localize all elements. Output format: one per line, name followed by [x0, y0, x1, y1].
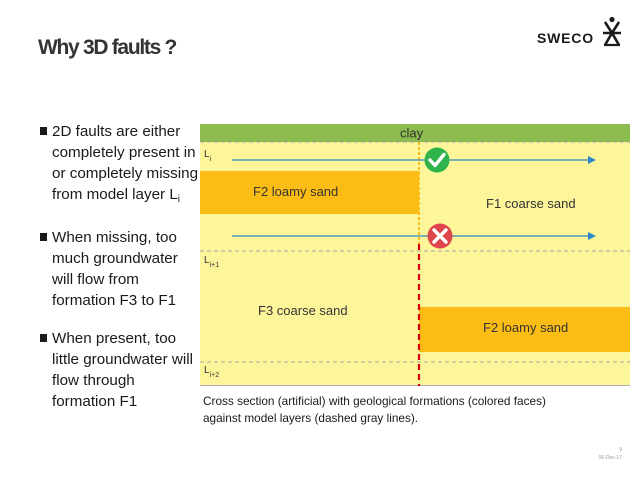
formation-label-f3: F3 coarse sand [258, 303, 348, 318]
layer-label-i: Li [204, 149, 212, 163]
bullet-list: 2D faults are either completely present … [40, 121, 200, 429]
check-icon [424, 147, 450, 173]
layer-label-i2: Li+2 [204, 365, 219, 379]
clay-layer [200, 124, 630, 142]
arrowhead-icon [588, 156, 596, 164]
diagram-caption: Cross section (artificial) with geologic… [203, 394, 546, 425]
layer-label-main: L [204, 149, 210, 160]
page-number: 9 [619, 447, 622, 453]
layer-label-sub: i+2 [210, 372, 220, 379]
bullet-text: When present, too little groundwater wil… [52, 330, 193, 410]
bullet-text: 2D faults are either completely present … [52, 123, 199, 203]
cross-section-diagram: clay Li Li+1 Li+2 F2 loamy sand F1 coars… [200, 124, 630, 386]
arrowhead-icon [588, 232, 596, 240]
bullet-square-icon [40, 233, 47, 241]
slide-footer: 9 06-Dec-17 [599, 446, 622, 462]
bullet-item: 2D faults are either completely present … [40, 121, 200, 210]
bullet-square-icon [40, 127, 47, 135]
f2-loamy-sand-right-face [419, 307, 630, 352]
logo-text: SWECO [537, 30, 594, 46]
layer-label-sub: i+1 [210, 262, 220, 269]
bullet-subscript: i [177, 194, 180, 205]
bullet-square-icon [40, 334, 47, 342]
layer-label-main: L [204, 255, 210, 266]
slide-date: 06-Dec-17 [598, 455, 622, 461]
bullet-item: When missing, too much groundwater will … [40, 227, 200, 311]
sweco-logo: SWECO [537, 16, 627, 50]
layer-label-i1: Li+1 [204, 255, 219, 269]
cross-icon [427, 223, 453, 249]
f2-loamy-sand-left-face [200, 171, 419, 214]
layer-label-main: L [204, 365, 210, 376]
clay-label: clay [400, 126, 424, 141]
sweco-logo-icon [603, 16, 621, 47]
formation-label-f1: F1 coarse sand [486, 196, 576, 211]
slide-title: Why 3D faults ? [38, 36, 177, 59]
formation-label-f2-left: F2 loamy sand [253, 184, 338, 199]
bullet-text: When missing, too much groundwater will … [52, 229, 178, 309]
formation-label-f2-right: F2 loamy sand [483, 320, 568, 335]
layer-label-sub: i [210, 156, 212, 163]
bullet-item: When present, too little groundwater wil… [40, 328, 200, 412]
